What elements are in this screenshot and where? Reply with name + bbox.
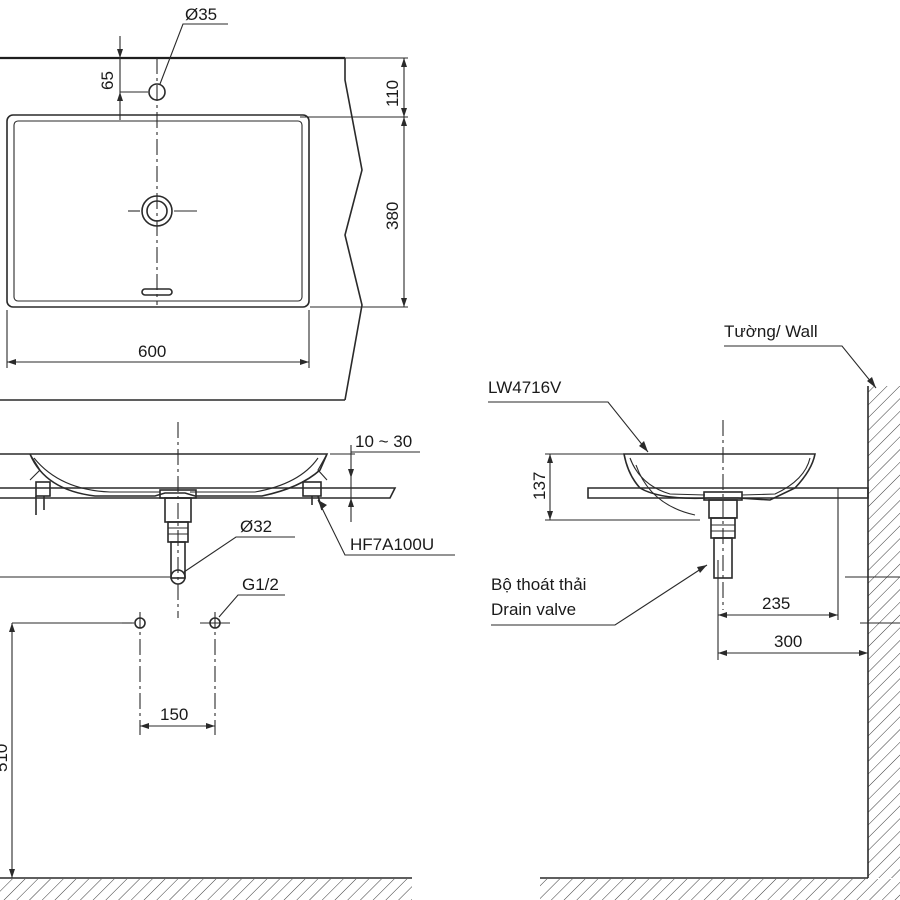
basin-rim-right [317,453,328,481]
faucet-hole [148,83,166,101]
basin-width-label: 600 [138,342,166,361]
hole-diameter-label: Ø35 [185,5,217,24]
break-line [344,58,363,401]
drain-valve-label-en: Drain valve [491,600,576,619]
basin-inner-outline [13,120,303,302]
side-basin-overflow [635,464,696,516]
dim-arrow [9,623,15,632]
dim-arrow [401,58,407,67]
leader-arrow [639,441,648,452]
side-basin-outline [623,453,816,501]
floor-height-label: 510 [0,744,11,772]
clip-left [35,481,51,497]
top-view: Ø35 65 110 380 600 [0,5,408,401]
dim-arrow [117,92,123,101]
clip-part-label: HF7A100U [350,535,434,554]
drain-diameter-leader [183,536,295,573]
dim-arrow [401,117,407,126]
dim-arrow [718,650,727,656]
dim-arrow [140,723,149,729]
clip-right [302,481,322,497]
dim-arrow [401,108,407,117]
side-basin-inner-left [629,457,706,496]
basin-outer-outline [6,114,310,308]
front-view: 10 ~ 30 HF7A100U Ø32 G1/2 150 510 [0,422,455,900]
dim-arrow [718,612,727,618]
basin-inner-curve-left [33,457,160,493]
counter-thickness-label: 10 ~ 30 [355,432,412,451]
hole-diameter-leader [159,23,228,85]
model-leader [488,401,649,453]
dim-arrow [9,869,15,878]
basin-height-label: 137 [530,472,549,500]
basin-depth-label: 380 [383,202,402,230]
supply-thread-label: G1/2 [242,575,279,594]
model-label: LW4716V [488,378,562,397]
drain-valve-leader [491,564,708,626]
faucet-offset-label: 65 [98,71,117,90]
inner-offset-label: 235 [762,594,790,613]
drain-diameter-label: Ø32 [240,517,272,536]
overflow-slot [141,288,173,296]
dim-arrow [829,612,838,618]
drain-valve-label-vi: Bộ thoát thải [491,575,586,594]
dim-arrow [348,498,354,507]
basin-body-outline [0,453,329,497]
dim-arrow [547,511,553,520]
side-view: Tường/ Wall LW4716V 137 Bộ thoát thải Dr… [488,322,900,900]
drain-outer [141,195,173,227]
drain-inner [146,200,168,222]
leader-arrow [867,377,876,388]
supply-thread-leader [218,594,285,618]
dim-arrow [348,469,354,478]
side-countertop [587,487,869,499]
clip-part-leader [317,499,455,556]
wall-hatch [868,386,900,878]
side-basin-inner-right [741,457,811,496]
dim-arrow [547,454,553,463]
dim-arrow [300,359,309,365]
dim-arrow [206,723,215,729]
dim-arrow [7,359,16,365]
dim-arrow [117,49,123,58]
floor-hatch-right [540,879,900,900]
wall-leader [724,345,877,389]
wall-label: Tường/ Wall [724,322,818,341]
supply-spacing-label: 150 [160,705,188,724]
dim-arrow [401,298,407,307]
leader-arrow [697,565,707,573]
dim-arrow [859,650,868,656]
floor-hatch-left [0,879,412,900]
leader-arrow [318,500,327,509]
counter-edge-label: 110 [383,80,402,107]
basin-inner-curve-right [190,457,319,493]
outer-offset-label: 300 [774,632,802,651]
basin-rim-left [29,453,41,481]
